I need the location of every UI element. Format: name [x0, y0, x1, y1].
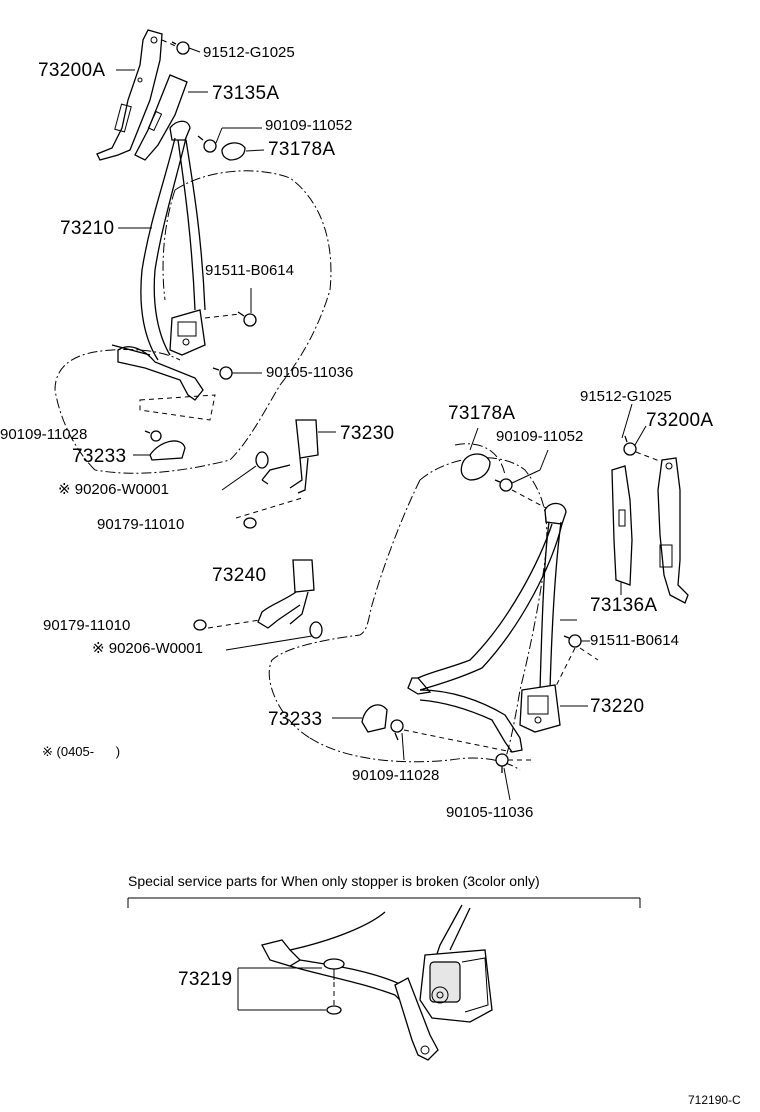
bolt-90109-11052-right	[494, 478, 513, 492]
label-date-note: ※ (0405- )	[42, 744, 121, 759]
bracket-73178A-right	[460, 453, 491, 481]
leader-73219	[237, 967, 326, 1011]
cover-73233-bottom	[361, 704, 388, 733]
anchor-plate-right	[657, 457, 689, 604]
stopper-pin	[323, 958, 345, 1005]
label-91512-G1025-top: 91512-G1025	[203, 44, 295, 61]
pillar-cover-upper	[134, 74, 188, 161]
buckle-73230	[255, 419, 319, 494]
bolt-90105-top	[212, 366, 233, 380]
special-section-bracket	[127, 897, 641, 908]
label-90109-11052-right: 90109-11052	[496, 428, 584, 445]
leader-lines	[116, 69, 577, 621]
label-90109-11028-bottom: 90109-11028	[352, 767, 440, 784]
label-73219: 73219	[178, 969, 233, 990]
buckle-73240	[257, 559, 315, 629]
cover-73233-top	[149, 440, 186, 461]
bolt-90109-11052-top	[197, 135, 217, 153]
diagram-code: 712190-C	[688, 1093, 741, 1107]
label-73135A: 73135A	[212, 83, 280, 104]
label-90105-11036-top: 90105-11036	[266, 364, 354, 381]
bolt-90105-bottom	[495, 753, 509, 773]
label-73220: 73220	[590, 696, 645, 717]
label-73233-top: 73233	[72, 446, 127, 467]
bracket-73178A-top	[221, 142, 246, 161]
label-73178A-top: 73178A	[268, 139, 336, 160]
label-90206-W0001-top: ※ 90206-W0001	[58, 481, 169, 498]
bolt-91512-right	[623, 435, 637, 456]
label-73200A-right: 73200A	[646, 410, 714, 431]
bolt-91511-right	[563, 634, 582, 648]
pillar-cover-right	[611, 465, 633, 586]
label-91512-G1025-right: 91512-G1025	[580, 388, 672, 405]
label-91511-B0614-right: 91511-B0614	[590, 632, 679, 649]
bolt-90109-11028-bottom	[390, 719, 404, 741]
stopper-washer	[326, 1005, 342, 1015]
seat-belt-upper	[111, 120, 206, 401]
label-90109-11028-left: 90109-11028	[0, 426, 88, 443]
nut-90179-top	[243, 517, 257, 529]
label-73200A-top: 73200A	[38, 60, 106, 81]
label-90206-W0001-mid: ※ 90206-W0001	[92, 640, 203, 657]
bolt-90109-11028-left	[144, 430, 162, 442]
label-90105-11036-bottom: 90105-11036	[446, 804, 534, 821]
label-90179-11010-top: 90179-11010	[97, 516, 185, 533]
label-91511-B0614-top: 91511-B0614	[205, 262, 294, 279]
label-73230: 73230	[340, 423, 395, 444]
retractor-73220	[519, 684, 561, 733]
retractor-upper	[169, 309, 206, 356]
label-73136A: 73136A	[590, 595, 658, 616]
label-special-service-parts: Special service parts for When only stop…	[128, 873, 540, 889]
special-belt-assembly	[261, 904, 493, 1061]
label-73240: 73240	[212, 565, 267, 586]
anchor-plate-upper	[96, 29, 163, 161]
label-90179-11010-mid: 90179-11010	[43, 617, 131, 634]
label-73178A-right: 73178A	[448, 403, 516, 424]
nut-90179-mid	[193, 619, 207, 631]
bolt-91512-top	[171, 41, 190, 55]
washer-90206-mid	[309, 621, 323, 639]
label-73210: 73210	[60, 218, 115, 239]
label-90109-11052-top: 90109-11052	[265, 117, 353, 134]
bolt-91511-top	[237, 311, 257, 327]
label-73233-bottom: 73233	[268, 709, 323, 730]
seat-belt-lower	[407, 502, 567, 753]
seat-outline-upper	[54, 170, 332, 474]
